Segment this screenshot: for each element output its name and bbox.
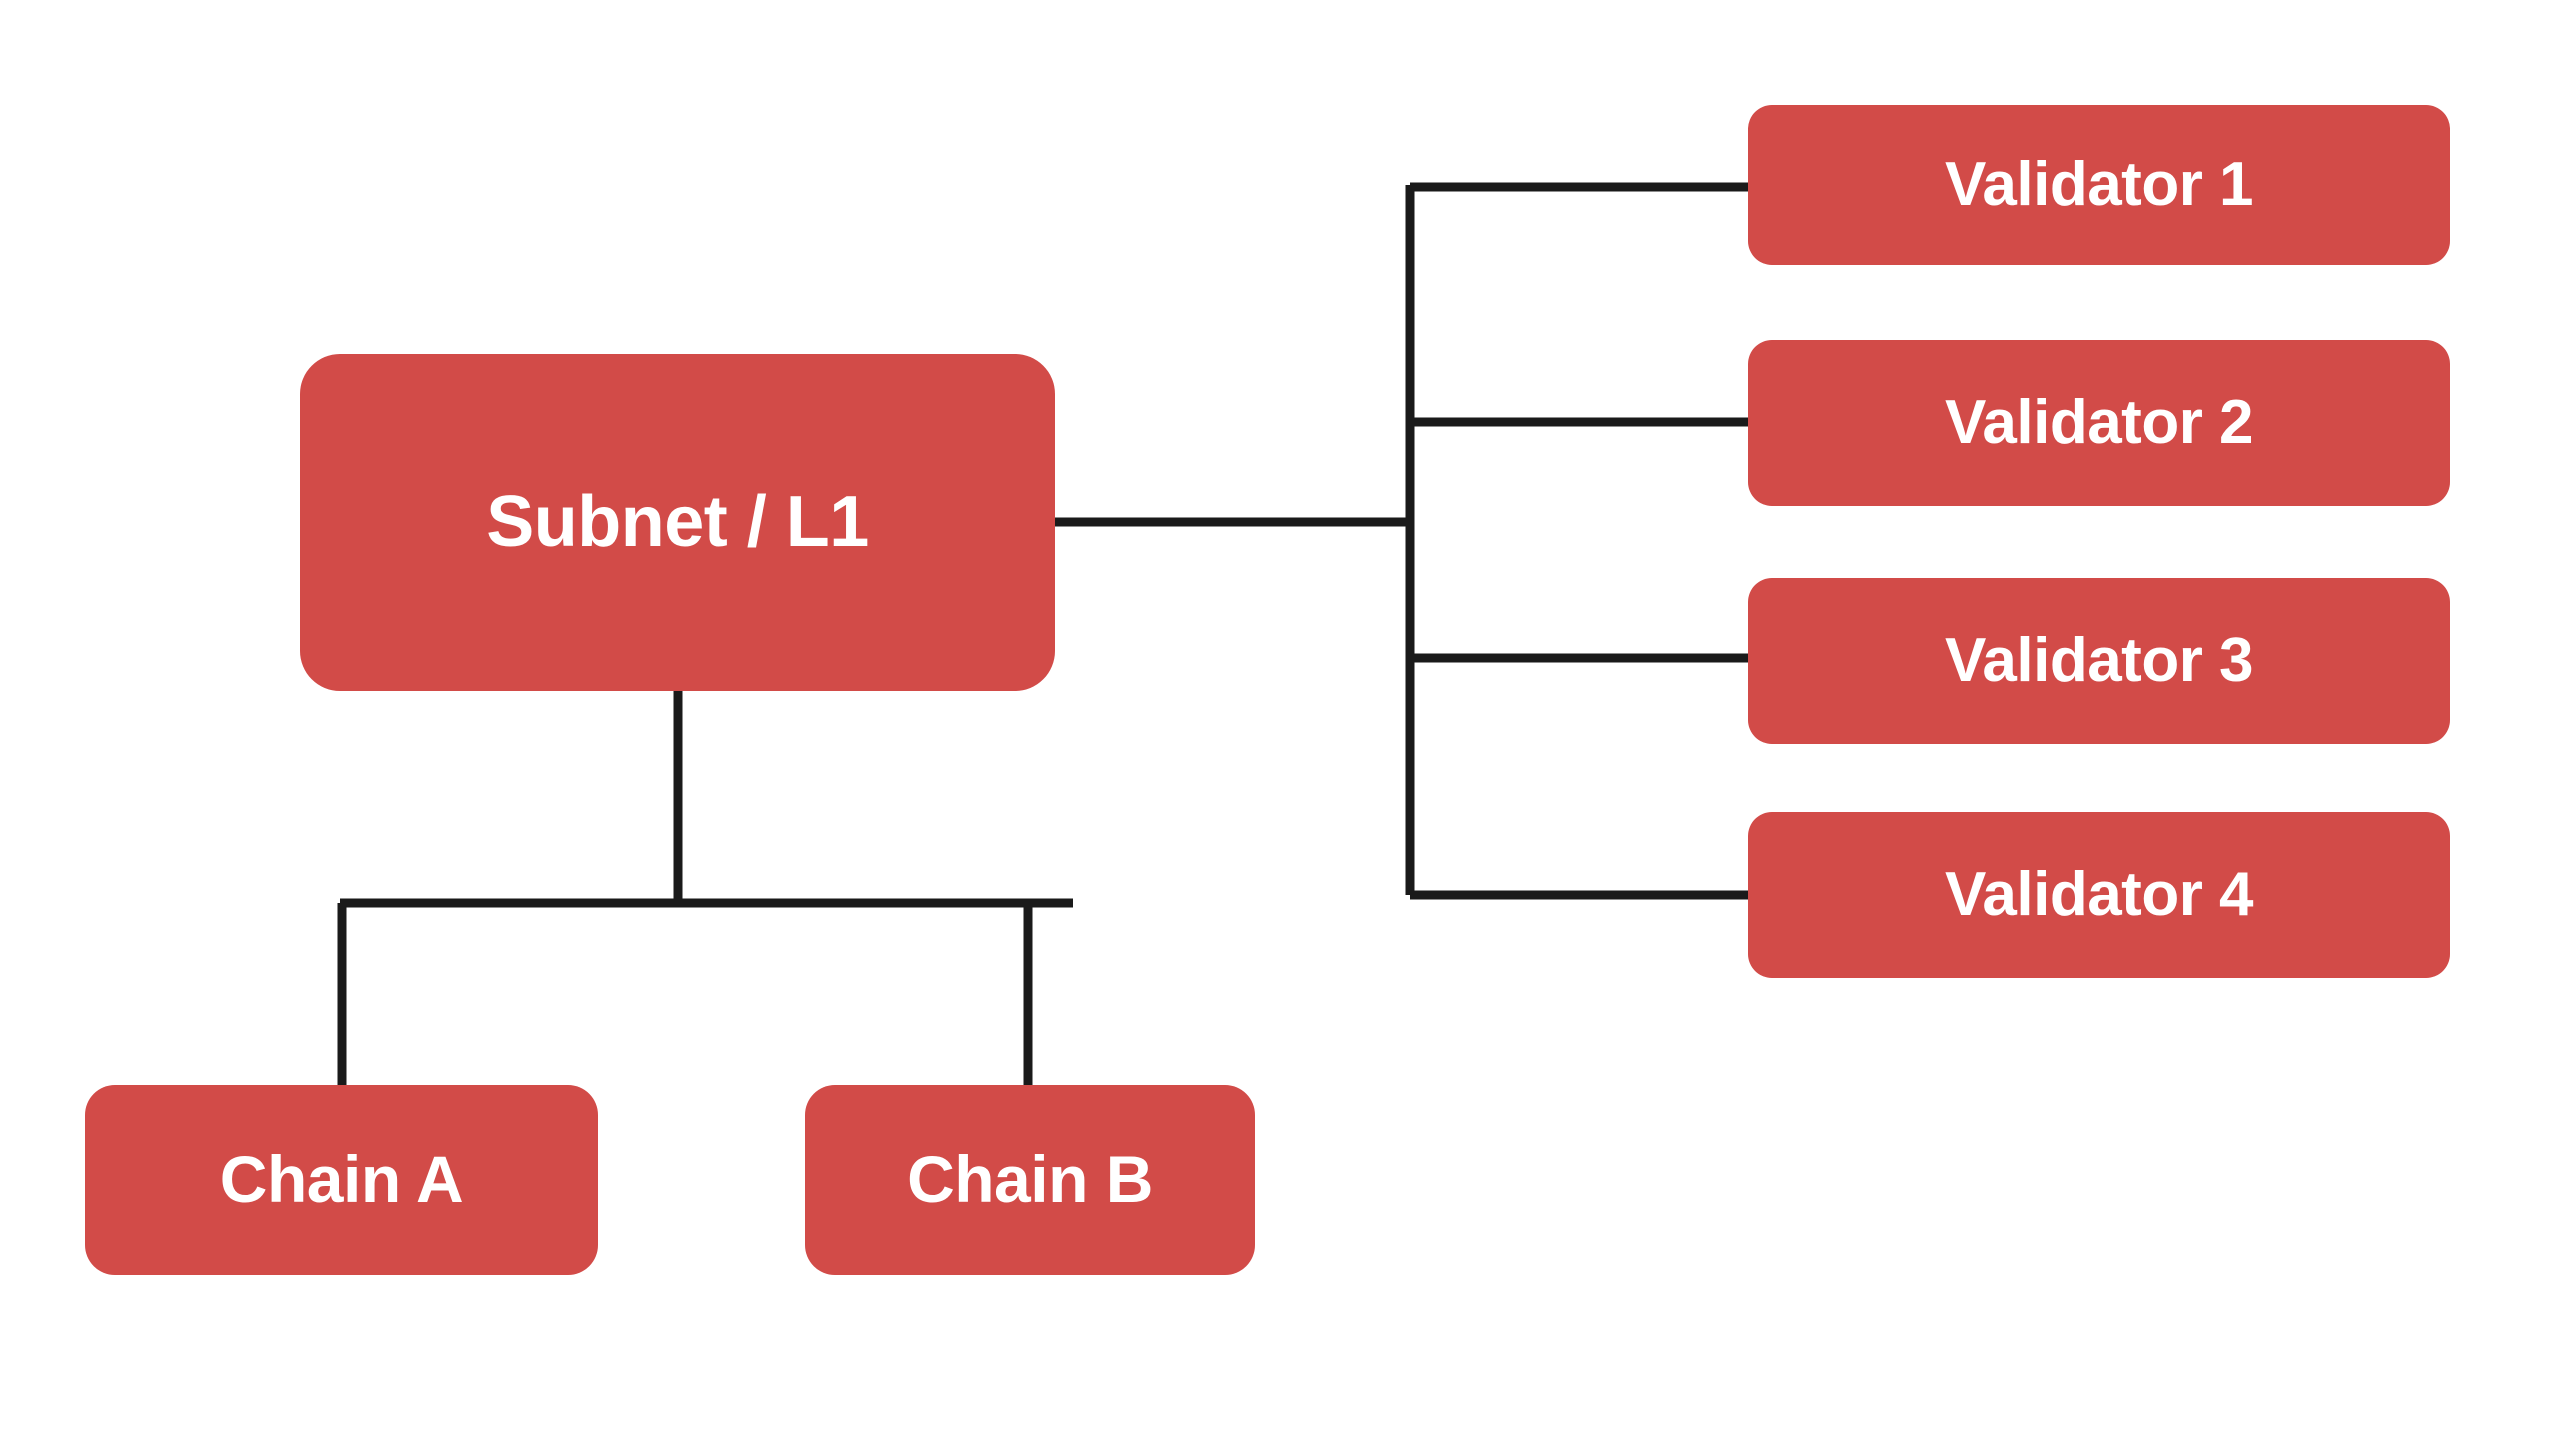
node-validator-2-label: Validator 2 <box>1944 388 2254 458</box>
node-chain-b[interactable]: Chain B <box>805 1085 1255 1275</box>
node-chain-a-label: Chain A <box>219 1142 464 1217</box>
node-validator-1[interactable]: Validator 1 <box>1748 105 2450 265</box>
node-subnet-l1-label: Subnet / L1 <box>486 481 869 562</box>
node-validator-1-label: Validator 1 <box>1944 150 2254 220</box>
node-validator-3-label: Validator 3 <box>1944 626 2254 696</box>
node-validator-4[interactable]: Validator 4 <box>1748 812 2450 978</box>
node-validator-4-label: Validator 4 <box>1944 860 2254 930</box>
node-chain-b-label: Chain B <box>907 1142 1153 1217</box>
node-subnet-l1[interactable]: Subnet / L1 <box>300 354 1055 691</box>
node-chain-a[interactable]: Chain A <box>85 1085 598 1275</box>
node-validator-3[interactable]: Validator 3 <box>1748 578 2450 744</box>
node-validator-2[interactable]: Validator 2 <box>1748 340 2450 506</box>
